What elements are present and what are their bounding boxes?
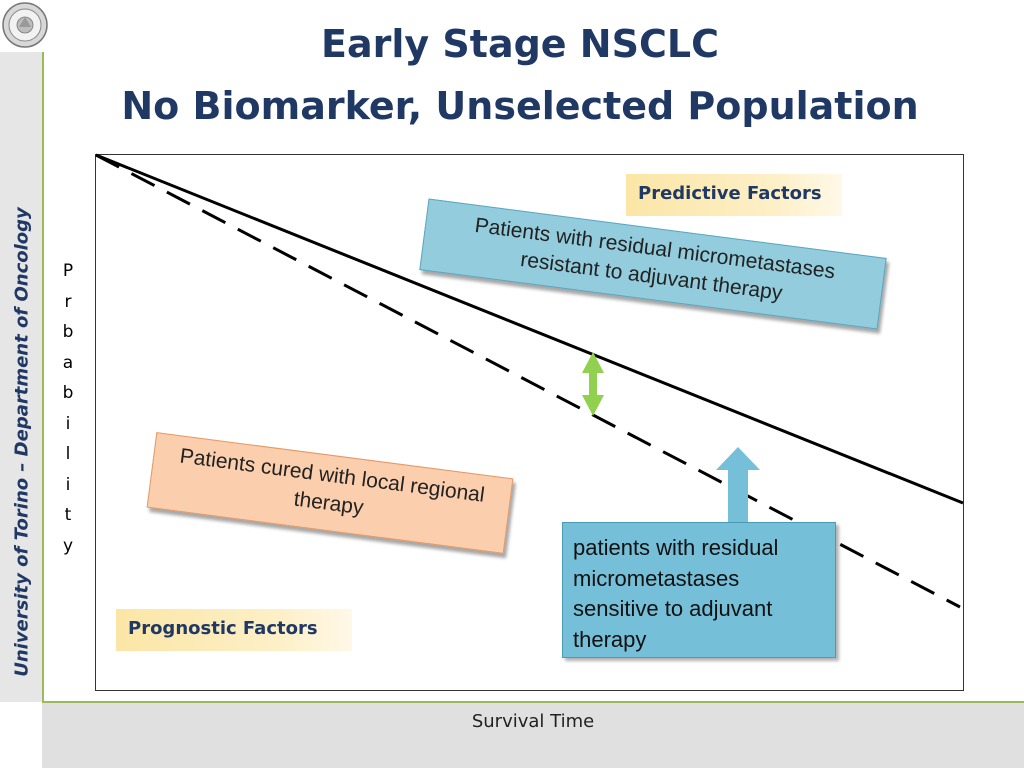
x-axis-label: Survival Time	[471, 711, 595, 732]
y-axis-letter: P	[62, 261, 74, 281]
predictive-factors-label: Predictive Factors	[626, 174, 842, 216]
y-axis-letter: y	[62, 535, 74, 556]
up-arrow-icon	[716, 447, 760, 524]
y-axis-letter: a	[62, 352, 74, 373]
prognostic-factors-label: Prognostic Factors	[116, 609, 352, 651]
y-axis-letter: b	[62, 322, 74, 342]
title-line-2: No Biomarker, Unselected Population	[121, 84, 919, 128]
solid-survival-line	[95, 153, 964, 505]
title-line-1: Early Stage NSCLC	[321, 22, 719, 66]
double-arrow-icon	[582, 352, 604, 416]
y-axis-letter: l	[65, 444, 71, 464]
footer-band: Survival Time	[42, 701, 1024, 768]
y-axis-letter: t	[64, 505, 72, 525]
y-axis-letter: i	[65, 474, 71, 495]
sensitive-patients-box: patients with residual micrometastases s…	[562, 522, 836, 658]
y-axis-letter: r	[64, 291, 72, 312]
y-axis-letter: b	[62, 383, 74, 403]
university-seal-icon	[2, 2, 48, 48]
y-axis-label: P r b a b i l i t y	[54, 256, 82, 561]
plot-frame	[95, 154, 964, 691]
y-axis-letter: i	[65, 413, 71, 434]
sidebar-band: University of Torino – Department of Onc…	[0, 52, 44, 702]
